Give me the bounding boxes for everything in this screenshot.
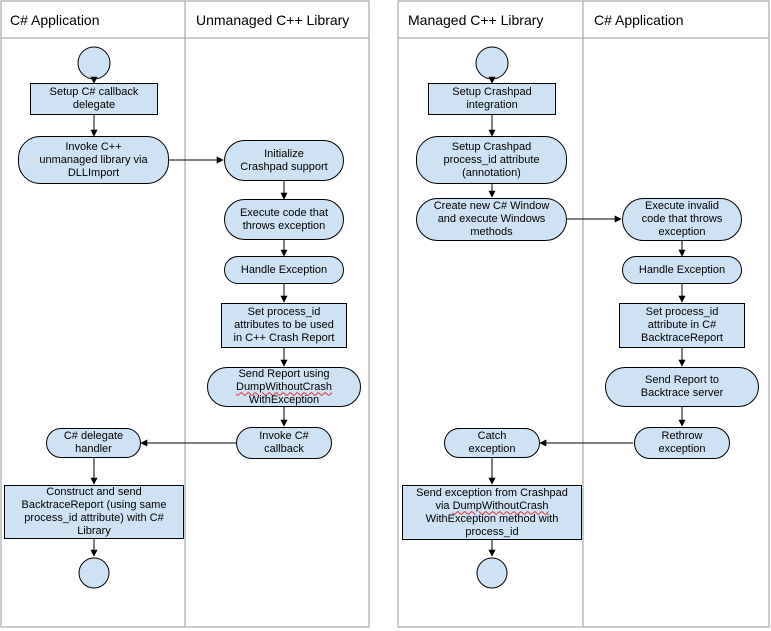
right-end-node — [476, 557, 508, 589]
node-send-from-crashpad: Send exception from Crashpad via DumpWit… — [402, 485, 582, 540]
lane-title-unmanaged-cpp: Unmanaged C++ Library — [196, 12, 350, 28]
left-arrows — [90, 76, 288, 557]
node-r-set-process-id: Set process_id attribute in C# Backtrace… — [619, 303, 745, 348]
left-diagram-frame — [0, 0, 370, 628]
send-report-line-2: DumpWithoutCrash — [236, 380, 332, 393]
node-catch-exception: Catch exception — [444, 428, 540, 458]
node-create-window: Create new C# Window and execute Windows… — [416, 198, 567, 241]
node-setup-crashpad: Setup Crashpad integration — [428, 83, 556, 115]
send-report-line-3: WithException — [248, 393, 320, 406]
lane-title-csharp-app: C# Application — [10, 12, 100, 28]
send-from-crashpad-line-2: via DumpWithoutCrash — [435, 500, 548, 513]
lane-title-csharp-app-right: C# Application — [594, 12, 684, 28]
node-set-process-id: Set process_id attributes to be used in … — [221, 303, 347, 348]
node-construct-send: Construct and send BacktraceReport (usin… — [4, 485, 184, 539]
right-start-node — [475, 46, 509, 80]
left-start-node — [77, 46, 111, 80]
dump-without-crash-word: DumpWithoutCrash — [452, 499, 549, 512]
node-send-report: Send Report using DumpWithoutCrash WithE… — [207, 367, 361, 407]
right-diagram-frame — [397, 0, 770, 628]
node-invoke-callback: Invoke C# callback — [236, 427, 332, 459]
node-delegate-handler: C# delegate handler — [46, 428, 141, 458]
right-arrows — [488, 76, 686, 557]
node-handle-exception: Handle Exception — [224, 256, 344, 284]
send-from-crashpad-line-1: Send exception from Crashpad — [416, 486, 568, 499]
send-report-line-1: Send Report using — [238, 367, 330, 380]
send-from-crashpad-line-3: WithException method with — [425, 512, 559, 525]
node-invoke-cpp: Invoke C++ unmanaged library via DLLImpo… — [18, 136, 169, 184]
node-send-to-backtrace: Send Report to Backtrace server — [605, 367, 759, 407]
via-prefix: via — [435, 499, 453, 512]
node-r-handle-exception: Handle Exception — [622, 256, 742, 284]
node-setup-attr: Setup Crashpad process_id attribute (ann… — [416, 136, 567, 184]
node-setup-callback: Setup C# callback delegate — [30, 83, 158, 115]
node-exec-invalid: Execute invalid code that throws excepti… — [622, 198, 742, 241]
left-end-node — [78, 557, 110, 589]
node-init-crashpad: Initialize Crashpad support — [224, 140, 344, 181]
node-rethrow: Rethrow exception — [634, 427, 730, 459]
lane-title-managed-cpp: Managed C++ Library — [408, 12, 544, 28]
send-from-crashpad-line-4: process_id — [465, 525, 519, 538]
node-exec-throws: Execute code that throws exception — [224, 199, 344, 240]
